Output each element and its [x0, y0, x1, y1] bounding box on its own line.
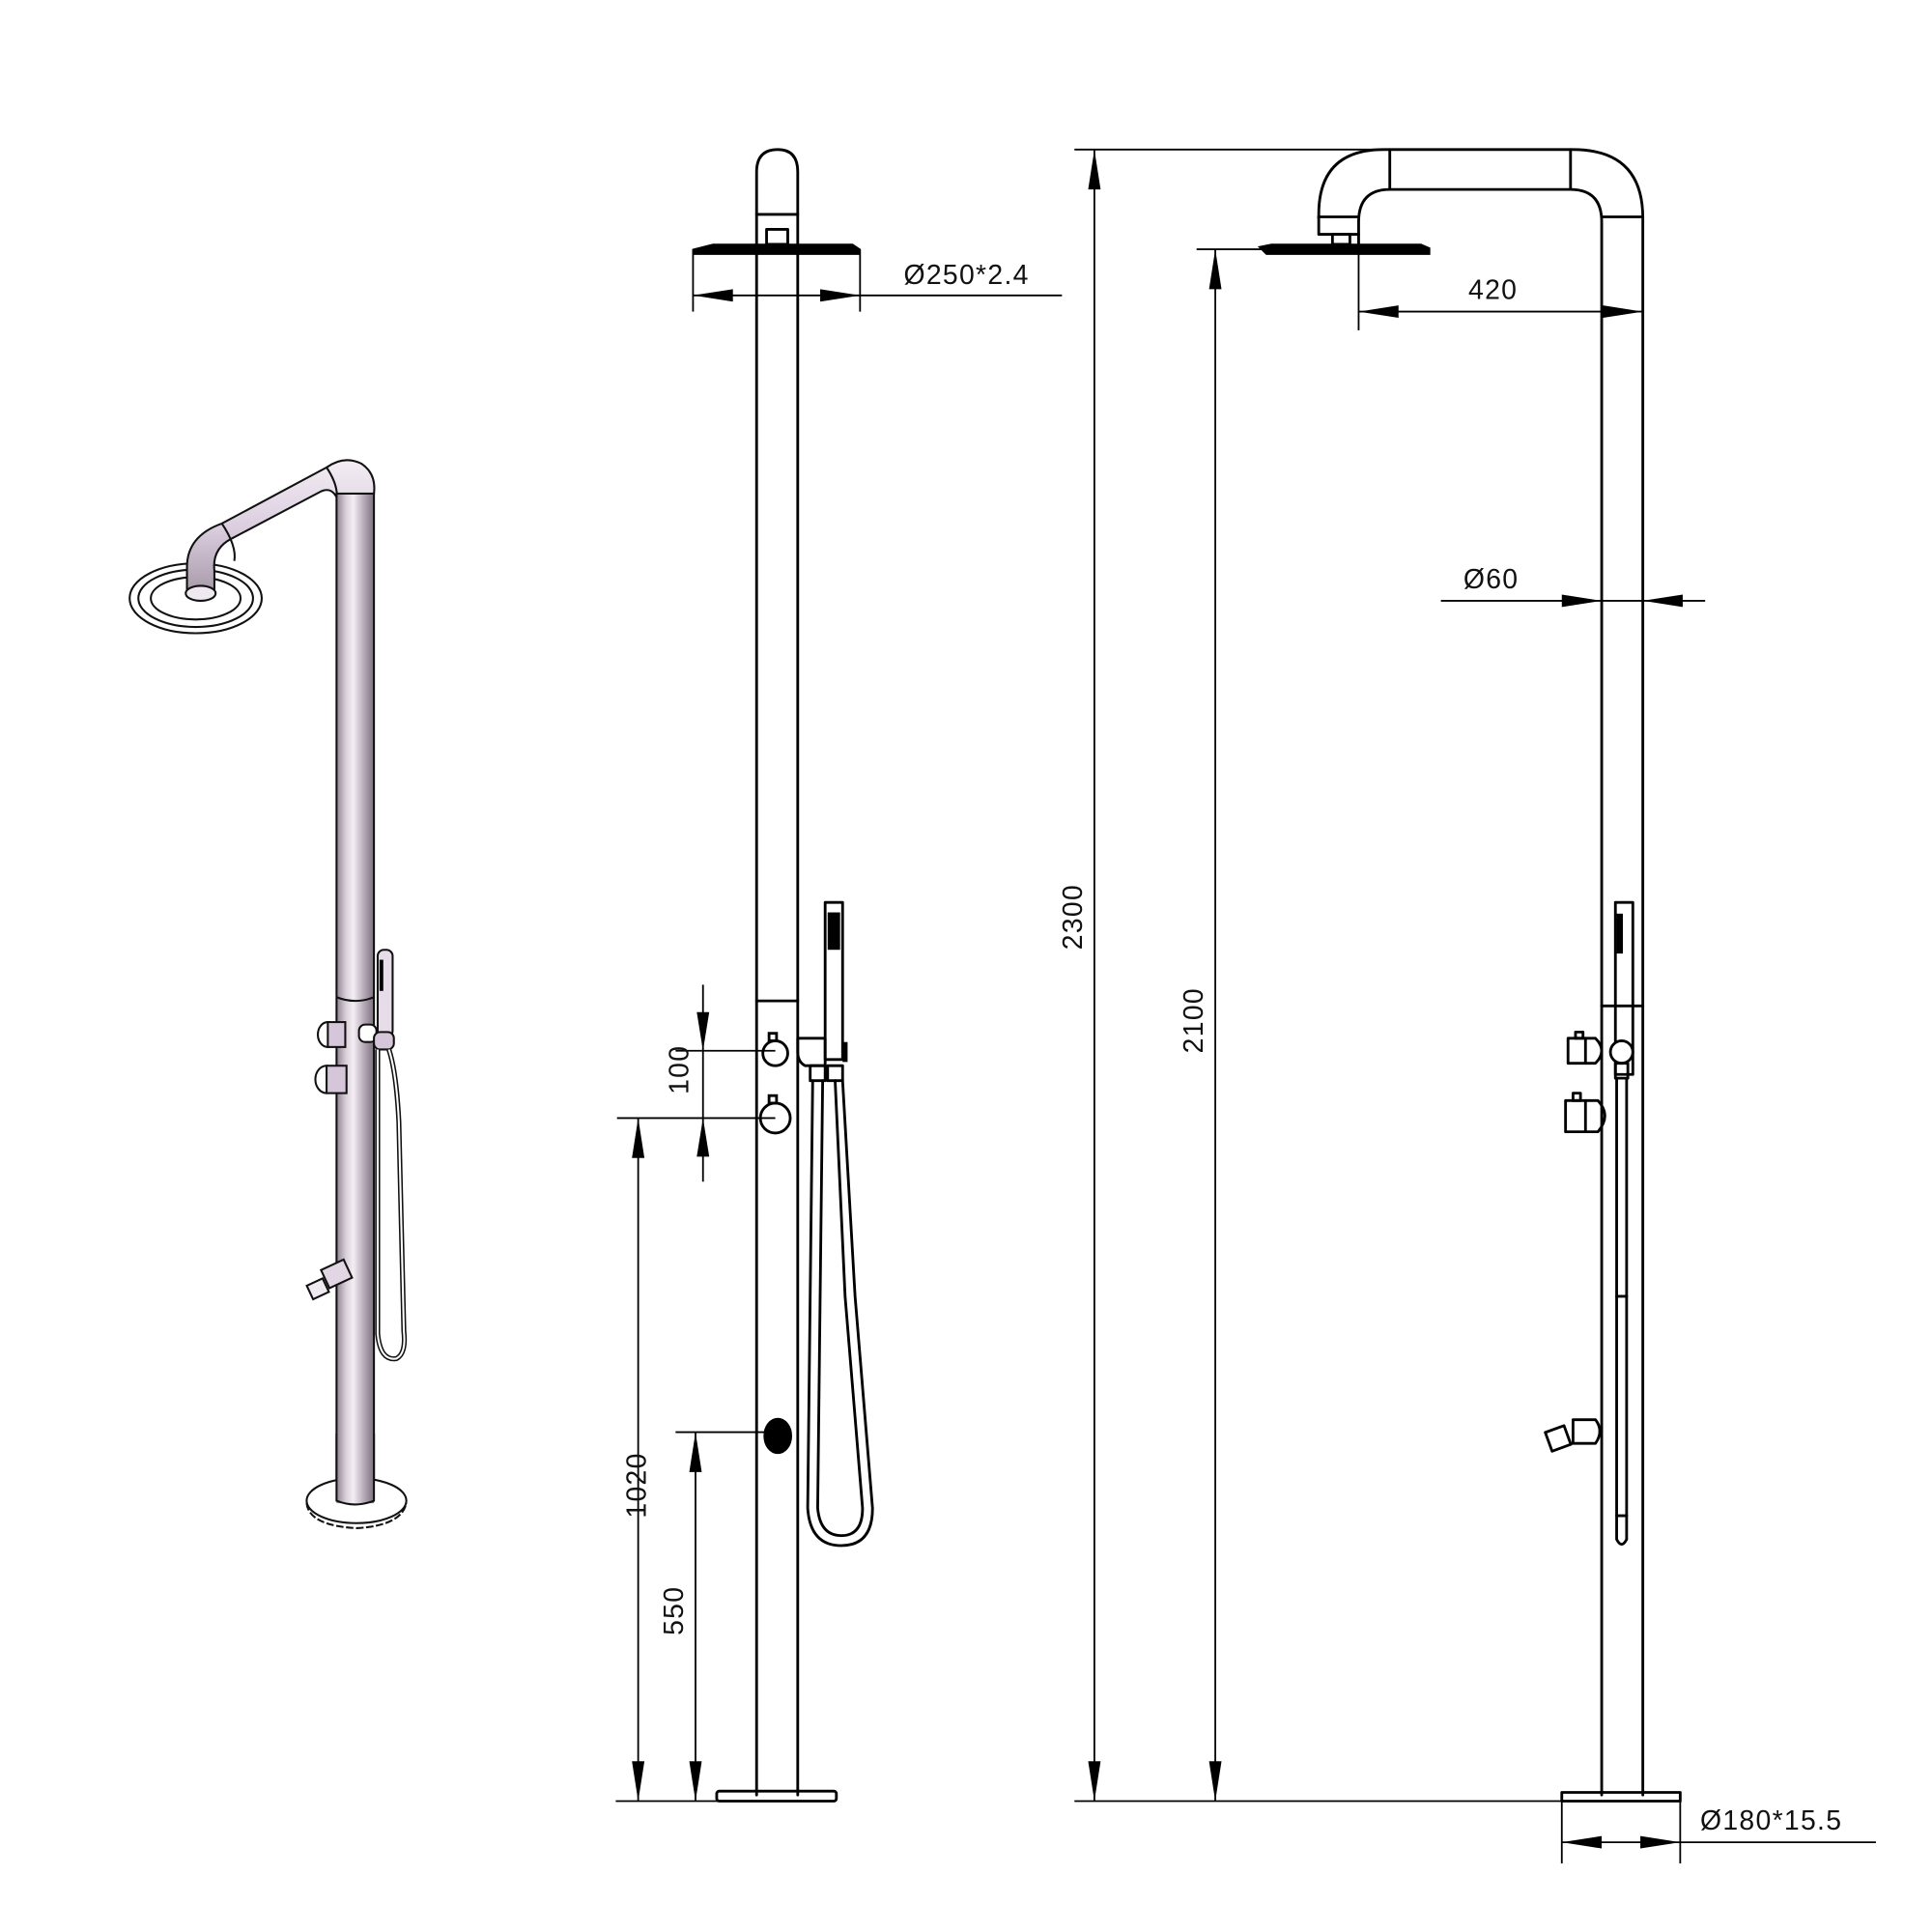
isometric-view	[128, 459, 408, 1529]
dim-foot-tap-height: 550	[659, 1431, 776, 1802]
label-arm-reach: 420	[1468, 275, 1518, 306]
front-arm-outer	[1317, 148, 1645, 1797]
side-hand-shower	[796, 900, 848, 1083]
dim-valve-height: 1020	[621, 1118, 652, 1802]
iso-hand-shower	[373, 949, 408, 1362]
iso-foot-tap	[305, 1258, 354, 1301]
side-column	[754, 148, 800, 1797]
dim-base-diameter: Ø180*15.5	[1560, 1795, 1876, 1864]
dim-total-height: 2300	[1058, 148, 1562, 1803]
side-base-plate	[715, 1789, 838, 1803]
front-foot-tap	[1544, 1418, 1602, 1453]
side-shower-head	[692, 243, 861, 255]
front-mixer-knobs	[1564, 1030, 1606, 1134]
front-hand-shower	[1608, 900, 1634, 1547]
iso-arm	[185, 459, 376, 602]
dim-head-height: 2100	[1179, 248, 1266, 1802]
dim-arm-reach: 420	[1357, 249, 1643, 330]
label-base-diameter: Ø180*15.5	[1700, 1805, 1842, 1836]
iso-mixer-knobs	[314, 1021, 378, 1094]
label-head-diameter: Ø250*2.4	[903, 260, 1029, 291]
side-foot-tap	[763, 1417, 792, 1455]
front-arm-inner	[1357, 187, 1604, 1797]
dim-valve-spacing: 100	[616, 984, 776, 1182]
front-base-plate	[1560, 1791, 1682, 1803]
label-total-height: 2300	[1058, 884, 1089, 950]
side-upper-valve	[761, 1039, 789, 1067]
label-foot-tap-height: 550	[659, 1586, 690, 1635]
front-view: 2300 2100 420 Ø60	[1058, 148, 1876, 1864]
iso-base-plate	[305, 1433, 408, 1529]
label-tube-diameter: Ø60	[1463, 564, 1520, 595]
side-view: Ø250*2.4 100 1020 550	[615, 148, 1063, 1803]
label-valve-spacing: 100	[664, 1045, 695, 1094]
side-hose	[806, 1079, 874, 1548]
dim-head-diameter: Ø250*2.4	[692, 249, 1063, 312]
label-valve-height: 1020	[621, 1452, 652, 1518]
dim-tube-diameter: Ø60	[1440, 564, 1706, 608]
front-shower-head	[1257, 243, 1431, 255]
label-head-height: 2100	[1179, 987, 1209, 1053]
